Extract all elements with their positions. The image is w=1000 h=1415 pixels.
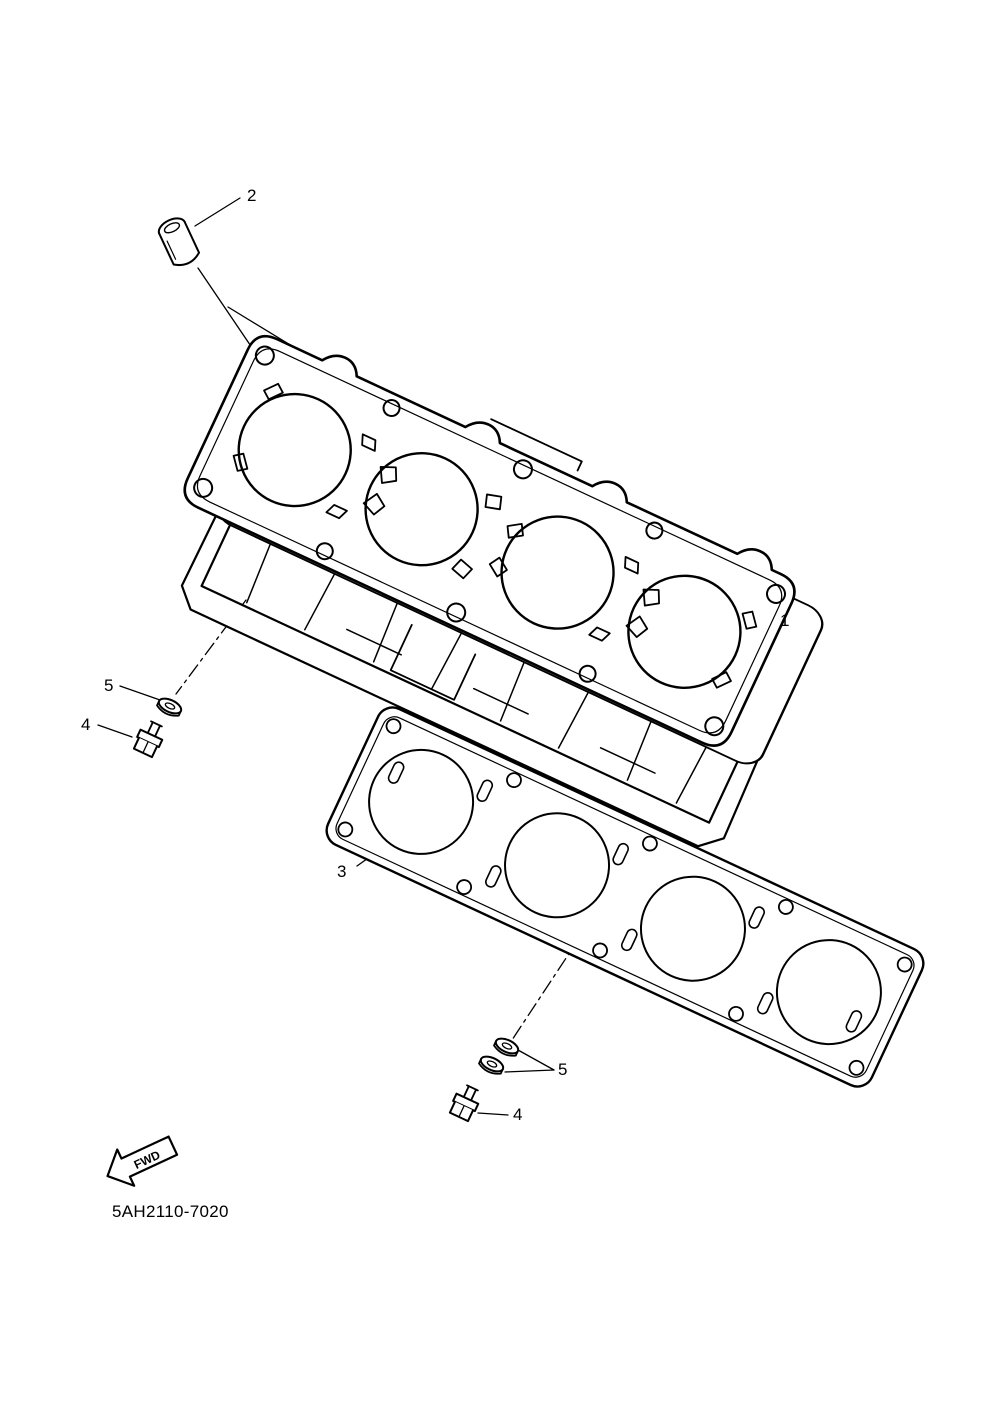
leader-5-right-b [504,1069,555,1073]
cylinder-bore-3 [500,515,615,630]
deck-inner-edge [196,348,783,734]
washer-left [156,697,183,717]
cylinder-bore-1 [237,392,352,508]
deck-face [183,334,796,747]
leader-4-left [97,724,133,738]
bolt-right [448,1084,480,1123]
callout-cylinder: 1 [780,611,790,630]
deck-bolt-holes [193,345,787,737]
arrow-outline [106,1135,179,1187]
callout-bolt-left: 4 [81,715,91,734]
gasket-water-slots [387,761,863,1033]
cam-chain-tunnel [389,418,583,701]
gasket-bore-2 [504,812,611,919]
callout-gasket: 3 [337,862,347,881]
callout-dowel-pin: 2 [247,186,257,205]
bolt-left [132,720,164,759]
callout-washer-left: 5 [104,676,114,695]
forward-direction-arrow: FWD [106,1135,179,1187]
cylinder-block [180,334,824,848]
callout-bolt-right: 4 [513,1105,523,1124]
base-gasket [325,706,925,1088]
leader-4-right [477,1112,509,1116]
part-code: 5AH2110-7020 [112,1202,229,1221]
washer-right-b [478,1055,505,1075]
gasket-bolt-holes [337,718,913,1076]
leader-5-left [119,685,161,701]
leader-5-right-a [517,1049,555,1071]
gasket-bore-3 [639,875,746,982]
dowel-pin [157,217,201,267]
gasket-bore-4 [775,939,882,1046]
gasket-inner-edge [335,716,915,1078]
deck-coolant-passages [232,382,758,689]
cylinder-deck [183,334,796,747]
callout-washer-right: 5 [558,1060,568,1079]
leader-2 [194,197,241,227]
gasket-bore-1 [368,748,475,855]
washer-right-a [493,1037,520,1057]
gasket-outline [325,706,925,1088]
